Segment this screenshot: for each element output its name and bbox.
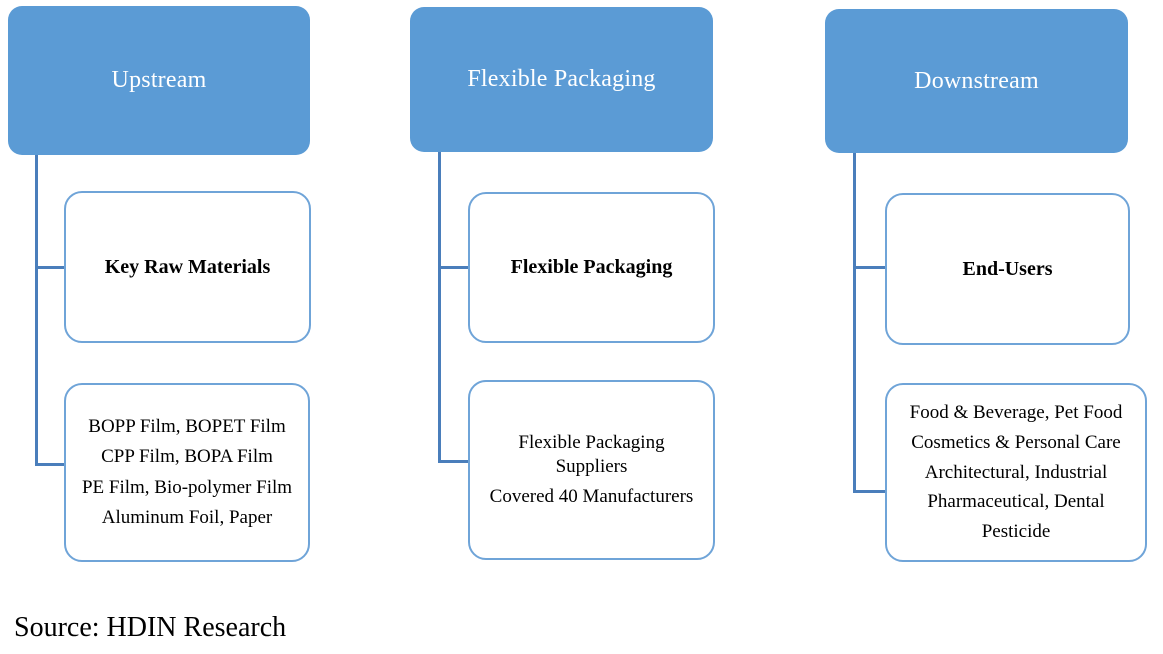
raw-material-line: PE Film, Bio-polymer Film: [81, 476, 293, 498]
connector-branch-flexible-packaging-2: [438, 460, 470, 463]
connector-branch-upstream-2: [35, 463, 66, 466]
end-user-line: Pesticide: [981, 521, 1051, 543]
upstream-header-label: Upstream: [111, 67, 207, 93]
flexible-packaging-title: Flexible Packaging: [510, 256, 673, 278]
connector-vertical-upstream: [35, 155, 38, 466]
raw-materials-list-box: BOPP Film, BOPET Film CPP Film, BOPA Fil…: [64, 383, 310, 562]
downstream-header-box: Downstream: [825, 9, 1128, 153]
connector-branch-upstream-1: [35, 266, 66, 269]
suppliers-box: Flexible Packaging Suppliers Covered 40 …: [468, 380, 715, 560]
flexible-packaging-box: Flexible Packaging: [468, 192, 715, 343]
raw-material-line: CPP Film, BOPA Film: [101, 446, 273, 468]
end-user-line: Pharmaceutical, Dental: [927, 491, 1105, 513]
upstream-header-box: Upstream: [8, 6, 310, 155]
downstream-header-label: Downstream: [914, 67, 1039, 94]
source-caption: Source: HDIN Research: [14, 612, 287, 643]
connector-branch-flexible-packaging-1: [438, 266, 470, 269]
suppliers-line: Flexible Packaging Suppliers: [518, 431, 665, 477]
key-raw-materials-title: Key Raw Materials: [104, 255, 271, 278]
manufacturers-line: Covered 40 Manufacturers: [489, 486, 694, 508]
key-raw-materials-box: Key Raw Materials: [64, 191, 311, 343]
end-user-line: Cosmetics & Personal Care: [911, 431, 1121, 453]
raw-material-line: Aluminum Foil, Paper: [101, 506, 273, 528]
end-users-title: End-Users: [962, 257, 1053, 280]
end-user-line: Food & Beverage, Pet Food: [909, 401, 1123, 423]
end-user-industries-box: Food & Beverage, Pet Food Cosmetics & Pe…: [885, 383, 1147, 562]
connector-branch-downstream-1: [853, 266, 887, 269]
flexible-packaging-header-box: Flexible Packaging: [410, 7, 713, 152]
end-users-box: End-Users: [885, 193, 1130, 345]
connector-vertical-flexible-packaging: [438, 152, 441, 463]
connector-branch-downstream-2: [853, 490, 887, 493]
flexible-packaging-header-label: Flexible Packaging: [467, 66, 656, 92]
end-user-line: Architectural, Industrial: [924, 461, 1108, 483]
raw-material-line: BOPP Film, BOPET Film: [88, 415, 286, 437]
connector-vertical-downstream: [853, 153, 856, 493]
